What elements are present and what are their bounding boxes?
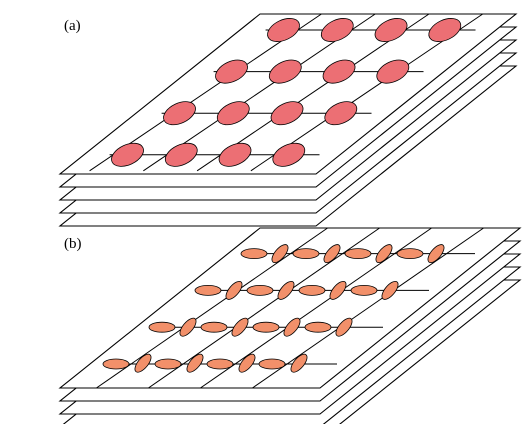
bond-ellipse-diagonal: [134, 353, 152, 373]
bond-ellipse-diagonal: [427, 244, 445, 264]
bond-ellipse-horizontal: [258, 358, 286, 370]
bond-ellipse-diagonal: [238, 353, 256, 373]
lattice-line: [252, 227, 484, 389]
bond-ellipse-horizontal: [344, 248, 372, 260]
bond-ellipse-horizontal: [350, 284, 378, 296]
bond-ellipse-horizontal: [304, 321, 332, 333]
site-ellipse: [272, 142, 306, 167]
bond-ellipse-diagonal: [290, 353, 308, 373]
site-ellipse: [324, 101, 358, 126]
bond-ellipse-diagonal: [271, 244, 289, 264]
panel-a-label: (a): [64, 18, 81, 34]
bond-ellipse-horizontal: [194, 284, 222, 296]
bond-ellipse-horizontal: [292, 248, 320, 260]
bond-ellipse-diagonal: [225, 280, 243, 300]
bond-ellipse-horizontal: [154, 358, 182, 370]
bond-ellipse-horizontal: [252, 321, 280, 333]
site-ellipse: [270, 101, 304, 126]
lattice-line: [200, 227, 432, 389]
panel-b-label: (b): [64, 236, 82, 252]
bond-ellipse-horizontal: [396, 248, 424, 260]
bond-ellipse-diagonal: [381, 280, 399, 300]
site-ellipse: [267, 18, 300, 42]
top-sheet: [58, 227, 522, 389]
bond-ellipse-horizontal: [246, 284, 274, 296]
bond-ellipse-horizontal: [200, 321, 228, 333]
site-ellipse: [163, 101, 196, 126]
bond-ellipse-horizontal: [240, 248, 268, 260]
bond-ellipse-diagonal: [375, 244, 393, 264]
top-sheet: [58, 13, 518, 175]
bond-ellipse-diagonal: [329, 280, 347, 300]
site-ellipse: [218, 142, 252, 167]
site-ellipse: [215, 59, 248, 84]
bond-ellipse-diagonal: [186, 353, 204, 373]
bond-ellipse-horizontal: [102, 358, 130, 370]
site-ellipse: [320, 18, 354, 42]
site-ellipse: [216, 101, 250, 126]
bond-ellipse-diagonal: [323, 244, 341, 264]
site-ellipse: [428, 18, 462, 42]
bond-ellipse-diagonal: [335, 317, 353, 337]
bond-ellipse-diagonal: [231, 317, 249, 337]
bond-ellipse-diagonal: [283, 317, 301, 337]
site-ellipse: [268, 59, 302, 84]
bond-ellipse-horizontal: [298, 284, 326, 296]
lattice-line: [96, 227, 328, 389]
site-ellipse: [376, 59, 410, 84]
panel-b-stacked-lattice: [58, 227, 522, 424]
site-ellipse: [374, 18, 408, 42]
site-ellipse: [322, 59, 356, 84]
lattice-line: [148, 227, 380, 389]
bond-ellipse-diagonal: [277, 280, 295, 300]
bond-ellipse-horizontal: [148, 321, 176, 333]
bond-ellipse-diagonal: [179, 317, 197, 337]
panel-a-stacked-lattice: [58, 13, 518, 227]
site-ellipse: [111, 142, 144, 167]
site-ellipse: [164, 142, 198, 167]
bond-ellipse-horizontal: [206, 358, 234, 370]
